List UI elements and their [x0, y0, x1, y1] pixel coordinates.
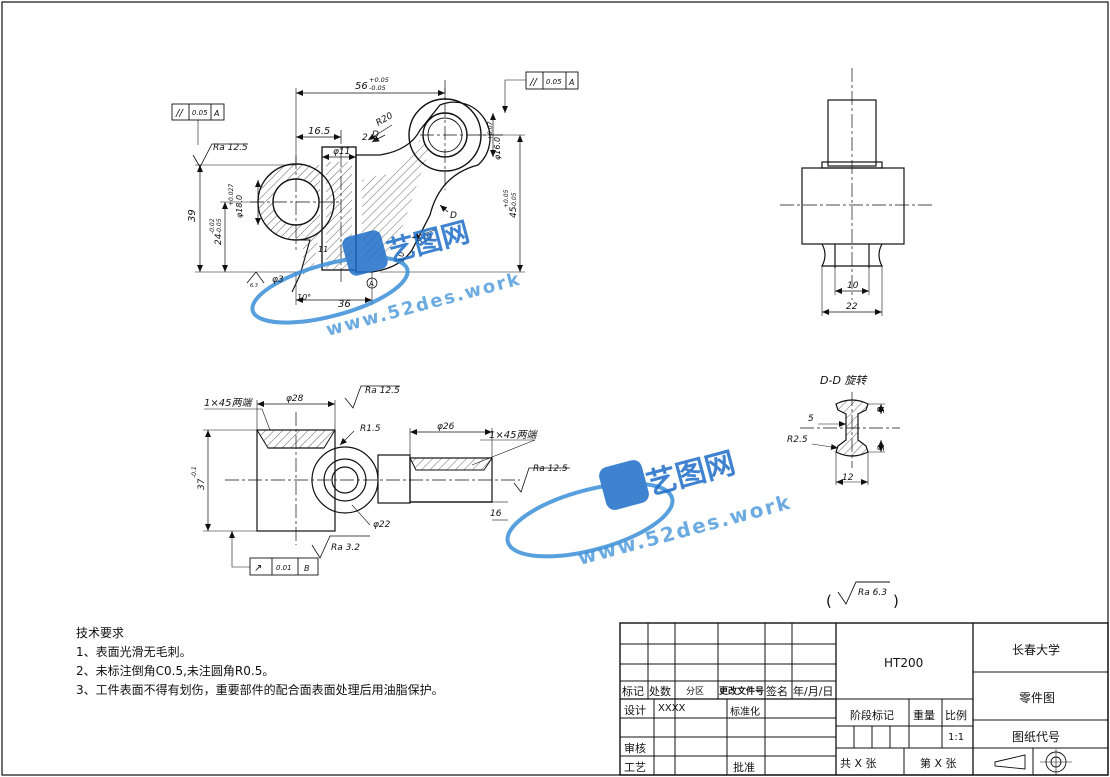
standardization-label: 标准化: [730, 707, 760, 718]
process-label: 工艺: [624, 761, 646, 774]
dim-phi11: φ11: [333, 147, 350, 157]
header-mark: 标记: [622, 685, 644, 698]
dim-angle: 10°: [297, 293, 311, 302]
section-d-d: [800, 392, 900, 485]
approve-label: 批准: [733, 761, 755, 774]
tol-left-symbol: //: [175, 108, 184, 119]
header-count: 处数: [649, 685, 671, 698]
tol-left-ref: A: [213, 109, 219, 118]
tech-req-item: 3、工件表面不得有划伤，重要部件的配合面表面处理后用油脂保护。: [76, 683, 444, 697]
tech-req-title: 技术要求: [76, 626, 125, 640]
general-roughness-close: ): [893, 592, 899, 610]
dim-56-tol-upper: +0.05: [369, 76, 389, 84]
dim-16-5: 16.5: [308, 126, 330, 137]
watermark-1: [250, 230, 410, 325]
dim-5b: 5: [877, 407, 887, 413]
dim-w22: 22: [846, 302, 858, 312]
sheet-number: 第 X 张: [920, 757, 957, 770]
material-label: HT200: [884, 656, 924, 670]
header-date: 年/月/日: [793, 685, 834, 698]
roughness-symbol: [837, 581, 890, 605]
stage-mark-label: 阶段标记: [850, 709, 894, 722]
dim-24: 24: [214, 233, 224, 245]
dim-12: 12: [842, 473, 854, 483]
dim-phi3: φ3: [272, 275, 284, 285]
dim-45: 45: [509, 206, 519, 218]
tech-req-item: 1、表面光滑无毛刺。: [76, 645, 192, 659]
general-roughness-open: (: [826, 592, 832, 610]
design-label: 设计: [624, 704, 646, 717]
header-zone: 分区: [686, 687, 705, 697]
datum-a-label: A: [369, 280, 374, 288]
dim-phi18-tol: +0.027: [228, 184, 235, 206]
dim-phi16: φ16.0: [493, 137, 502, 160]
dim-56: 56: [355, 81, 368, 92]
tol-right-value: 0.05: [546, 78, 562, 86]
dim-24-tol-lower: -0.05: [216, 218, 223, 234]
scale-label: 比例: [945, 709, 967, 722]
title-block-grid: [619, 622, 1109, 776]
dim-w10: 10: [847, 281, 859, 291]
watermark-url-1: www.52des.work: [324, 268, 524, 340]
weight-label: 重量: [913, 709, 935, 722]
section-d-top: D: [372, 130, 379, 140]
side-view: [780, 68, 935, 316]
dim-r2-5: R2.5: [787, 435, 808, 445]
dim-10: 10: [397, 252, 406, 262]
dim-37-tol: -0.1: [191, 466, 198, 478]
scale-value: 1:1: [948, 732, 965, 743]
dim-chamfer-left: 1×45两端: [204, 397, 253, 409]
dim-2: 2: [362, 133, 368, 143]
section-title: D-D 旋转: [820, 374, 868, 387]
technical-requirements: 技术要求 1、表面光滑无毛刺。 2、未标注倒角C0.5,未注圆角R0.5。 3、…: [76, 624, 444, 700]
general-roughness-ra: Ra 6.3: [858, 588, 887, 598]
drawing-number: 图纸代号: [1012, 730, 1061, 744]
dim-phi26: φ26: [437, 422, 455, 432]
review-label: 审核: [624, 742, 646, 755]
dim-45-tol-upper: +0.05: [503, 189, 510, 208]
dim-16: 16: [490, 509, 502, 519]
dim-phi16-tol: +0.07: [487, 121, 494, 140]
tol-bottom-ref: B: [304, 564, 310, 573]
school-name: 长春大学: [1012, 643, 1061, 657]
dim-5a: 5: [808, 414, 814, 424]
tech-req-item: 2、未标注倒角C0.5,未注圆角R0.5。: [76, 664, 275, 678]
roughness-bottom: Ra 3.2: [331, 543, 360, 553]
designer-name: XXXX: [658, 703, 686, 714]
tol-left-value: 0.05: [192, 109, 208, 117]
dim-phi28: φ28: [286, 394, 304, 404]
dim-chamfer-right: 1×45两端: [489, 429, 538, 441]
dim-r20: R20: [375, 111, 396, 129]
tol-right-symbol: //: [529, 77, 538, 88]
dim-r1-5: R1.5: [360, 424, 381, 434]
watermark-logo-2: 艺图网: [643, 446, 739, 503]
dim-36: 36: [338, 299, 351, 310]
tol-bottom-value: 0.01: [276, 564, 292, 572]
tol-bottom-symbol: ↗: [254, 563, 262, 574]
top-view: [203, 385, 570, 576]
front-view: [171, 71, 579, 305]
dim-39: 39: [187, 209, 198, 222]
header-change-doc: 更改文件号: [719, 687, 765, 697]
roughness-right: Ra 12.5: [533, 464, 568, 474]
dim-phi18: φ18.0: [235, 195, 244, 218]
dim-phi22: φ22: [373, 520, 391, 530]
watermark-2: [505, 460, 675, 559]
tol-right-ref: A: [568, 78, 574, 87]
roughness-left: Ra 12.5: [213, 143, 248, 153]
dim-56-tol-lower: -0.05: [369, 84, 386, 92]
roughness-small: 6.3: [250, 283, 258, 289]
section-d-bottom: D: [450, 211, 457, 221]
dim-24-tol-upper: -0.02: [209, 218, 216, 234]
dim-45-tol-lower: -0.05: [511, 192, 518, 208]
header-signature: 签名: [766, 685, 788, 698]
part-name: 零件图: [1019, 691, 1056, 705]
dim-11: 11: [318, 245, 328, 254]
dim-5c: 5: [877, 445, 887, 451]
roughness-top: Ra 12.5: [365, 386, 400, 396]
sheets-total: 共 X 张: [840, 757, 877, 770]
dim-37: 37: [197, 478, 207, 490]
